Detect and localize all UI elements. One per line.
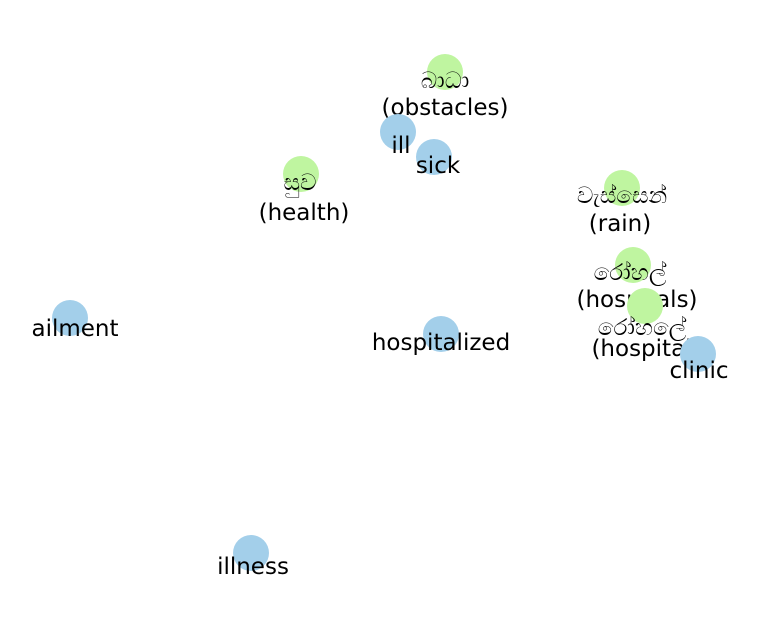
node-badha-dot [427,54,463,90]
node-sick: sick [416,139,461,179]
node-wessen-dot [604,170,640,206]
node-sick-dot [416,139,452,175]
node-ailment-label: ailment [31,316,118,342]
node-badha: බාධා (obstacles) [382,54,508,121]
node-illness: illness [217,535,289,580]
node-wessen-gloss: (rain) [589,211,651,237]
node-illness-label: illness [217,554,289,580]
node-ill: ill [380,114,416,159]
node-clinic-dot [680,336,716,372]
node-hospitalized-dot [423,316,459,352]
node-suwa-dot [283,156,319,192]
node-rohal-label: රෝහල් [594,260,667,286]
node-wessen: වැස්සෙන් (rain) [577,170,667,237]
node-wessen-label: වැස්සෙන් [577,183,667,209]
node-clinic-label: clinic [669,358,728,384]
node-sick-label: sick [416,153,461,179]
node-clinic: clinic [669,336,729,384]
node-illness-dot [233,535,269,571]
node-suwa-gloss: (health) [259,200,350,226]
node-rohale-label: රෝහලේ [598,315,687,341]
node-ill-dot [380,114,416,150]
node-ailment-dot [52,300,88,336]
node-rohal-dot [615,247,651,283]
node-suwa: සුව (health) [259,156,350,226]
node-hospitalized-label: hospitalized [372,330,510,356]
node-rohale-dot [627,288,663,324]
node-ailment: ailment [31,300,119,342]
node-suwa-label: සුව [283,170,316,197]
node-badha-label: බාධා [421,68,470,94]
node-hospitalized: hospitalized [372,316,510,356]
node-ill-label: ill [391,133,410,159]
